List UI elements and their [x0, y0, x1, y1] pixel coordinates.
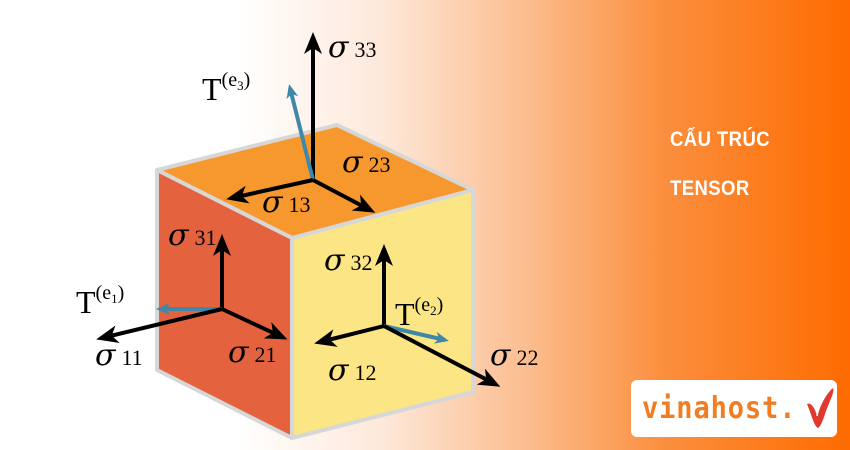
label-traction-e2: T(e2) — [395, 294, 443, 332]
title-line-1: CẤU TRÚC — [670, 128, 771, 151]
title-line-2: TENSOR — [670, 177, 750, 200]
label-traction-e1: T(e1) — [76, 282, 124, 320]
logo-text: vinahost. — [642, 391, 797, 426]
check-mark-icon — [807, 388, 834, 428]
top-face-arrows — [226, 32, 376, 213]
left-face-arrows — [96, 234, 288, 343]
right-face-arrows — [314, 244, 501, 387]
vinahost-logo: vinahost. — [631, 380, 837, 437]
label-traction-e3: T(e3) — [202, 69, 250, 107]
